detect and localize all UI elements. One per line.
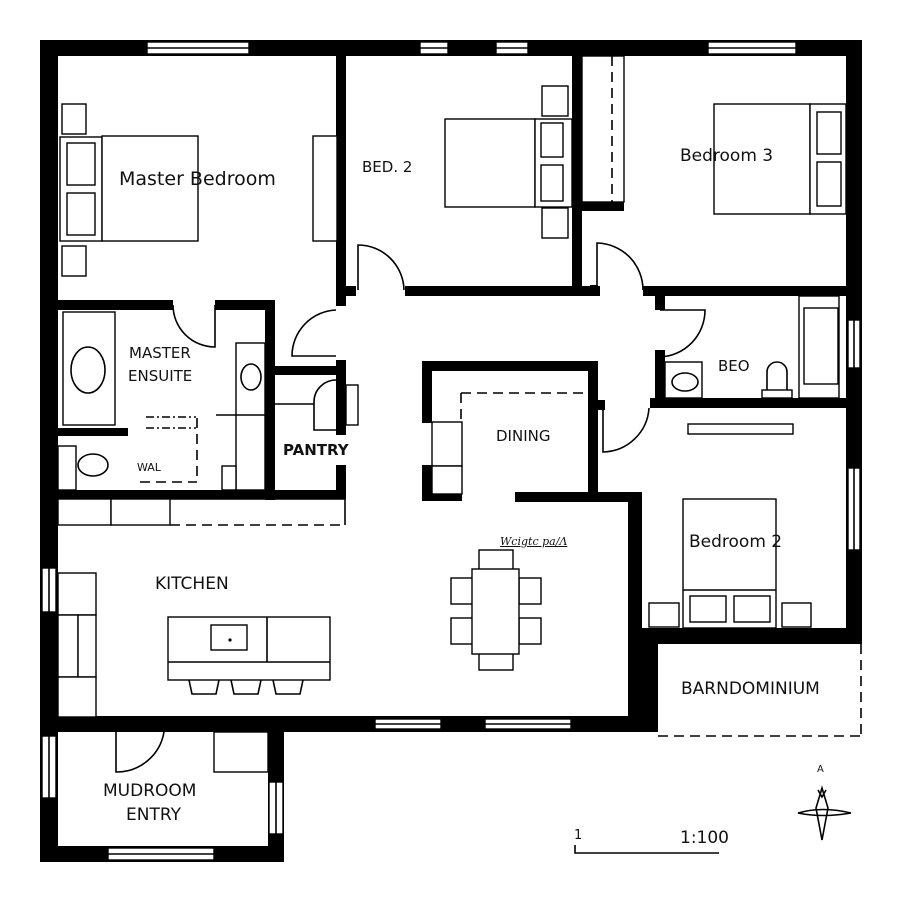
master-bed <box>59 103 338 277</box>
mudroom-fixtures <box>213 731 269 773</box>
room-label-master-ensuite-line1: MASTER <box>129 344 191 362</box>
barndominium-outline <box>642 628 862 737</box>
doors <box>115 242 706 773</box>
bed2-upper-bed <box>444 55 625 239</box>
ensuite-fixtures <box>57 311 266 491</box>
room-label-kitchen: KITCHEN <box>155 574 229 594</box>
room-label-bed2-upper: BED. 2 <box>362 158 413 176</box>
interior-walls <box>40 56 862 732</box>
beo-fixtures <box>664 295 840 399</box>
kitchen-island <box>167 616 331 695</box>
bedroom3-bed <box>713 103 847 215</box>
room-label-mudroom-line2: ENTRY <box>126 805 181 825</box>
handwritten-annotation: Wcigtc pa/Λ <box>500 535 568 548</box>
room-label-wal: WAL <box>137 461 161 474</box>
scale-start-label: 1 <box>574 828 583 843</box>
room-label-bedroom3: Bedroom 3 <box>680 146 774 166</box>
room-label-dining: DINING <box>496 427 551 445</box>
dining-area <box>431 392 588 495</box>
scale-label: 1:100 <box>680 828 729 848</box>
bedroom2-bed <box>648 423 812 629</box>
room-label-master-bedroom: Master Bedroom <box>119 168 276 190</box>
room-label-bedroom2: Bedroom 2 <box>689 532 783 552</box>
room-label-mudroom-line1: MUDROOM <box>103 781 197 801</box>
room-label-barndominium: BARNDOMINIUM <box>681 679 820 699</box>
room-label-pantry: PANTRY <box>283 441 349 459</box>
windows <box>41 41 861 861</box>
scale-bar <box>574 845 719 854</box>
north-label: A <box>817 764 824 775</box>
room-label-master-ensuite-line2: ENSUITE <box>128 367 193 385</box>
north-arrow-icon <box>797 785 852 841</box>
dining-table <box>450 549 542 671</box>
kitchen-counters <box>57 498 346 718</box>
room-label-beo: BEO <box>718 357 750 375</box>
